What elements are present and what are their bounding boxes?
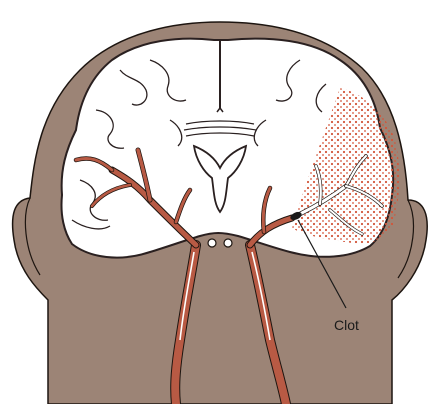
- clot-label: Clot: [334, 317, 359, 333]
